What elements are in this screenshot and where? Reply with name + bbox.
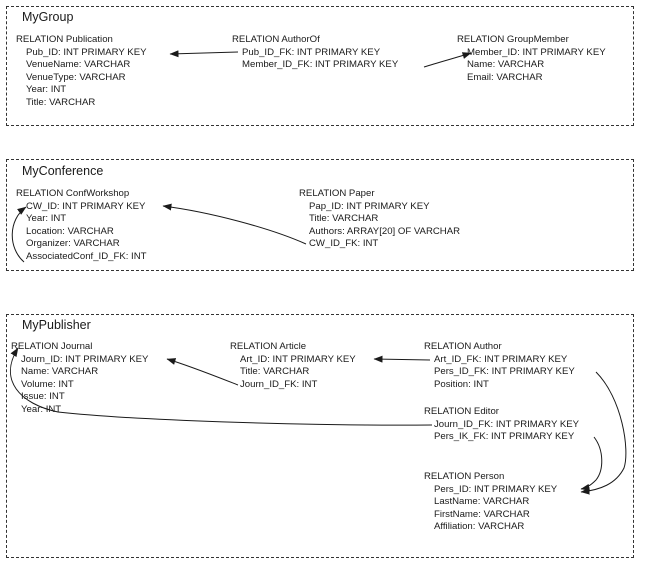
- group-box-myconference: [6, 159, 634, 271]
- relation-label: RELATION AuthorOf: [232, 34, 320, 45]
- relation-label: RELATION Person: [424, 471, 505, 482]
- group-title-mypublisher: MyPublisher: [22, 318, 91, 332]
- relation-person: RELATION Person Pers_ID: INT PRIMARY KEY…: [424, 471, 557, 534]
- attribute: Location: VARCHAR: [26, 225, 114, 237]
- attribute: AssociatedConf_ID_FK: INT: [26, 250, 147, 262]
- relation-label: RELATION Publication: [16, 34, 113, 45]
- attribute: Journ_ID_FK: INT: [240, 378, 318, 390]
- arrow-authorof-to-groupmember: [423, 52, 472, 68]
- attribute: FirstName: VARCHAR: [434, 508, 530, 520]
- attribute: Journ_ID: INT PRIMARY KEY: [21, 353, 149, 365]
- attribute: Position: INT: [434, 378, 489, 390]
- attribute: Pub_ID_FK: INT PRIMARY KEY: [242, 46, 381, 58]
- group-title-mygroup: MyGroup: [22, 10, 74, 24]
- relation-label: RELATION ConfWorkshop: [16, 188, 130, 199]
- group-box-mypublisher: [6, 314, 634, 558]
- relation-label: RELATION Author: [424, 341, 502, 352]
- relation-publication: RELATION Publication Pub_ID: INT PRIMARY…: [16, 34, 147, 110]
- attribute: Member_ID_FK: INT PRIMARY KEY: [242, 59, 399, 71]
- relation-author: RELATION Author Art_ID_FK: INT PRIMARY K…: [424, 341, 575, 391]
- group-title-myconference: MyConference: [22, 164, 104, 178]
- attribute: Pub_ID: INT PRIMARY KEY: [26, 46, 147, 58]
- relation-label: RELATION Editor: [424, 406, 499, 417]
- group-box-mygroup: [6, 6, 634, 126]
- relation-confworkshop: RELATION ConfWorkshop CW_ID: INT PRIMARY…: [16, 188, 147, 264]
- arrow-editor-to-person: [580, 436, 603, 491]
- attribute: Name: VARCHAR: [21, 366, 99, 378]
- relation-paper: RELATION Paper Pap_ID: INT PRIMARY KEY T…: [299, 188, 460, 251]
- arrow-author-to-person: [580, 371, 627, 495]
- arrow-confworkshop-self: [11, 206, 27, 263]
- attribute: Affiliation: VARCHAR: [434, 521, 525, 533]
- attribute: CW_ID_FK: INT: [309, 238, 379, 250]
- attribute: Email: VARCHAR: [467, 71, 543, 83]
- attribute: Organizer: VARCHAR: [26, 238, 120, 250]
- attribute: Pers_ID_FK: INT PRIMARY KEY: [434, 366, 575, 378]
- arrow-article-to-journal: [166, 358, 239, 386]
- relation-label: RELATION Article: [230, 341, 307, 352]
- attribute: Year: INT: [26, 213, 67, 225]
- attribute: Pers_IK_FK: INT PRIMARY KEY: [434, 431, 575, 443]
- attribute: Authors: ARRAY[20] OF VARCHAR: [309, 225, 461, 237]
- arrow-paper-to-confworkshop: [162, 203, 307, 245]
- attribute: CW_ID: INT PRIMARY KEY: [26, 200, 146, 212]
- attribute: Name: VARCHAR: [467, 59, 545, 71]
- relation-editor: RELATION Editor Journ_ID_FK: INT PRIMARY…: [424, 406, 579, 444]
- arrow-editor-to-journal: [9, 347, 433, 426]
- relation-authorof: RELATION AuthorOf Pub_ID_FK: INT PRIMARY…: [232, 34, 398, 72]
- attribute: Volume: INT: [21, 378, 74, 390]
- relation-article: RELATION Article Art_ID: INT PRIMARY KEY…: [230, 341, 356, 391]
- attribute: Title: VARCHAR: [309, 213, 379, 225]
- attribute: Pers_ID: INT PRIMARY KEY: [434, 483, 558, 495]
- attribute: Art_ID_FK: INT PRIMARY KEY: [434, 353, 568, 365]
- attribute: Pap_ID: INT PRIMARY KEY: [309, 200, 430, 212]
- arrow-author-to-article: [373, 355, 431, 363]
- attribute: Art_ID: INT PRIMARY KEY: [240, 353, 356, 365]
- attribute: Journ_ID_FK: INT PRIMARY KEY: [434, 418, 580, 430]
- attribute: Title: VARCHAR: [26, 96, 96, 108]
- attribute: VenueType: VARCHAR: [26, 71, 126, 83]
- relation-groupmember: RELATION GroupMember Member_ID: INT PRIM…: [457, 34, 606, 84]
- attribute: LastName: VARCHAR: [434, 496, 530, 508]
- relation-label: RELATION Journal: [11, 341, 93, 352]
- attribute: Member_ID: INT PRIMARY KEY: [467, 46, 606, 58]
- attribute: Issue: INT: [21, 391, 65, 403]
- relation-label: RELATION GroupMember: [457, 34, 569, 45]
- relation-journal: RELATION Journal Journ_ID: INT PRIMARY K…: [11, 341, 148, 417]
- attribute: Title: VARCHAR: [240, 366, 310, 378]
- attribute: VenueName: VARCHAR: [26, 59, 131, 71]
- arrow-authorof-to-publication: [169, 50, 239, 58]
- attribute: Year: INT: [21, 403, 62, 415]
- relation-label: RELATION Paper: [299, 188, 375, 199]
- attribute: Year: INT: [26, 84, 67, 96]
